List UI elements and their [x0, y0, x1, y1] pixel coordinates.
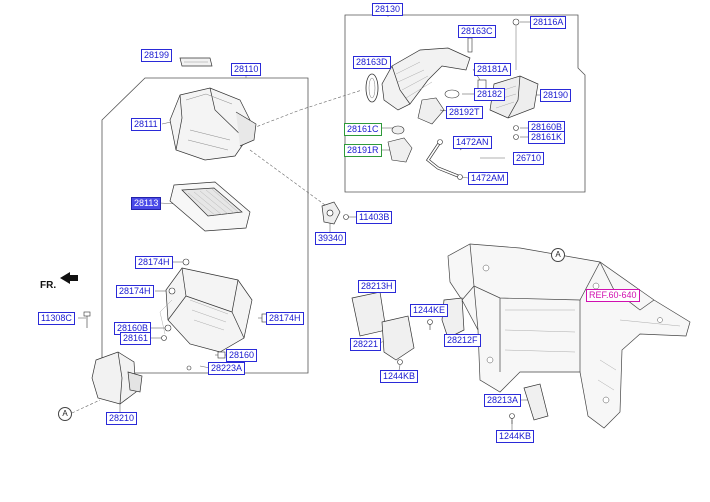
- part-label-28163D[interactable]: 28163D: [353, 56, 391, 69]
- frame-28130: [344, 14, 586, 193]
- front-direction-label: FR.: [40, 280, 57, 291]
- reference-label[interactable]: REF.60-640: [586, 289, 640, 302]
- part-label-28199[interactable]: 28199: [141, 49, 173, 62]
- part-label-26710[interactable]: 26710: [513, 152, 545, 165]
- part-label-1472AN[interactable]: 1472AN: [453, 136, 492, 149]
- part-label-28213H[interactable]: 28213H: [358, 280, 396, 293]
- part-label-28161C[interactable]: 28161C: [344, 123, 382, 136]
- part-label-28111[interactable]: 28111: [131, 118, 161, 131]
- part-label-28181A[interactable]: 28181A: [474, 63, 512, 76]
- air-duct-shape: [381, 47, 471, 111]
- part-label-1244KB-lower[interactable]: 1244KB: [496, 430, 535, 443]
- part-label-28160[interactable]: 28160: [226, 349, 258, 362]
- part-label-28174H-upper[interactable]: 28174H: [135, 256, 173, 269]
- part-label-28116A[interactable]: 28116A: [530, 16, 567, 29]
- filter-element-shape: [169, 181, 251, 232]
- part-label-28174H-left[interactable]: 28174H: [116, 285, 154, 298]
- part-label-28221[interactable]: 28221: [350, 338, 382, 351]
- part-label-39340[interactable]: 39340: [315, 232, 347, 245]
- resonator-28190-shape: [489, 75, 539, 119]
- part-label-28161[interactable]: 28161: [120, 332, 152, 345]
- part-label-1244KE[interactable]: 1244KE: [410, 304, 449, 317]
- part-label-28174H-right[interactable]: 28174H: [266, 312, 304, 325]
- circle-marker-a-left: A: [58, 407, 72, 421]
- lower-case-shape: [165, 267, 253, 353]
- resonator-shape: [91, 351, 143, 405]
- part-label-28191R[interactable]: 28191R: [344, 144, 382, 157]
- part-label-1244KB-upper[interactable]: 1244KB: [380, 370, 419, 383]
- part-label-28163C[interactable]: 28163C: [458, 25, 496, 38]
- part-label-1472AM[interactable]: 1472AM: [468, 172, 508, 185]
- circle-marker-a-right: A: [551, 248, 565, 262]
- part-label-28113[interactable]: 28113: [131, 197, 162, 210]
- part-label-28110[interactable]: 28110: [231, 63, 262, 76]
- part-label-28212F[interactable]: 28212F: [444, 334, 481, 347]
- part-label-28182[interactable]: 28182: [474, 88, 506, 101]
- part-label-28223A[interactable]: 28223A: [208, 362, 246, 375]
- part-label-28213A[interactable]: 28213A: [484, 394, 522, 407]
- part-label-28210[interactable]: 28210: [106, 412, 138, 425]
- part-label-28192T[interactable]: 28192T: [446, 106, 483, 119]
- part-label-28160B[interactable]: 28160B: [528, 121, 566, 134]
- part-label-11308C[interactable]: 11308C: [38, 312, 75, 325]
- frame-28110: [101, 77, 309, 374]
- part-label-28190[interactable]: 28190: [540, 89, 572, 102]
- bracket-28221-shape: [381, 315, 415, 361]
- front-arrow-shape: [60, 272, 78, 284]
- bracket-28213H-shape: [351, 291, 387, 337]
- part-label-28161K[interactable]: 28161K: [528, 131, 566, 144]
- part-label-11403B[interactable]: 11403B: [356, 211, 393, 224]
- upper-cover-shape: [169, 87, 257, 161]
- part-label-28130[interactable]: 28130: [372, 3, 404, 16]
- bracket-28213A-shape: [523, 383, 549, 421]
